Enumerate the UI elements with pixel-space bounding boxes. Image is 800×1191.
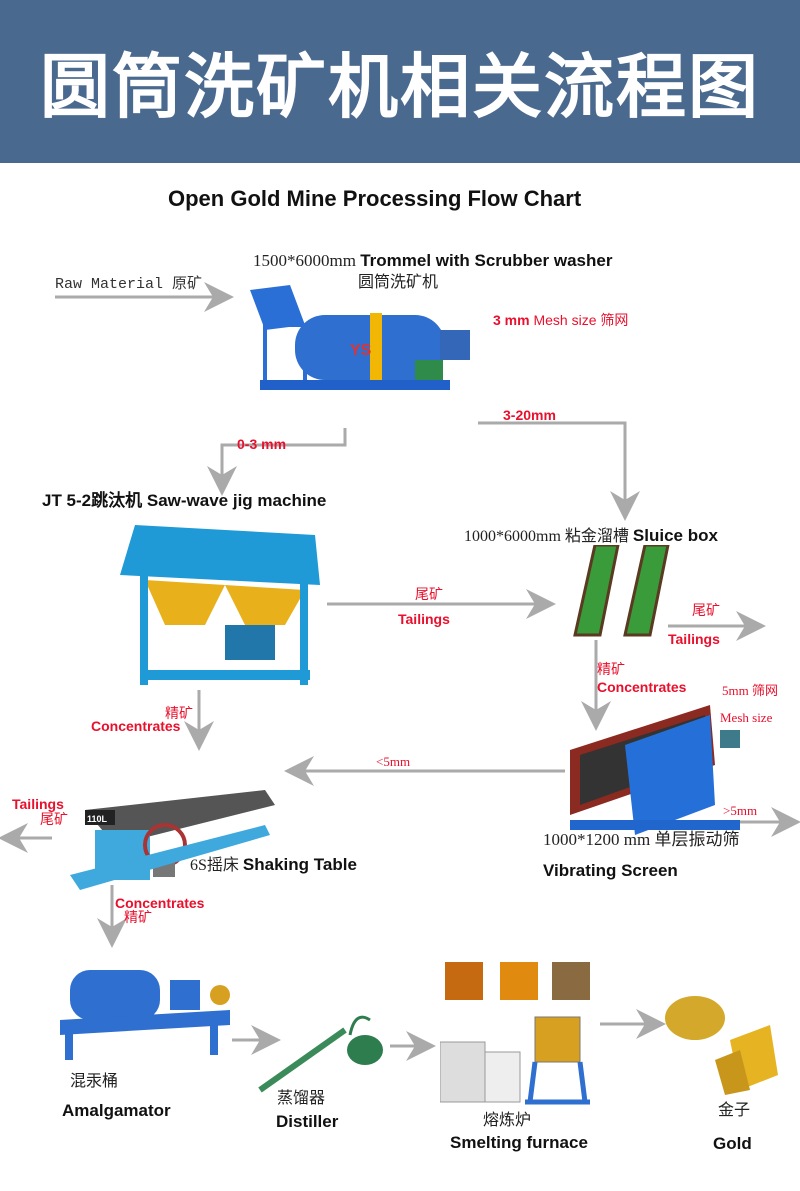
gold-cn: 金子 (718, 1102, 751, 1119)
trommel-mesh-num: 3 mm (493, 312, 530, 328)
screen-undersize-label: <5mm (376, 754, 411, 769)
fine-size-label: 0-3 mm (237, 436, 287, 452)
coarse-size-label: 3-20mm (503, 407, 556, 423)
vibrating-screen-image (570, 705, 740, 835)
table-model: 6S摇床 (190, 857, 239, 874)
sluice-name: Sluice box (632, 526, 718, 545)
arrow-fine-to-jig (207, 428, 347, 496)
banner-title: 圆筒洗矿机相关流程图 (40, 46, 760, 128)
distiller-en: Distiller (276, 1112, 339, 1131)
trommel-name: Trommel with Scrubber washer (360, 251, 613, 270)
screen-mesh-en: Mesh size (720, 710, 773, 725)
jig-tailings-en: Tailings (398, 611, 450, 627)
furnace-cn: 熔炼炉 (483, 1112, 532, 1129)
table-plate: 110L (87, 814, 108, 824)
screen-oversize-label: >5mm (723, 803, 758, 818)
shaking-table-image: 110L (70, 790, 275, 890)
amalgamator-cn: 混汞桶 (70, 1073, 119, 1090)
furnace-image (440, 962, 590, 1105)
screen-name: Vibrating Screen (543, 861, 678, 880)
table-concentrates-en: Concentrates (115, 895, 205, 911)
sluice-concentrates-cn: 精矿 (597, 663, 625, 678)
sluice-concentrates-en: Concentrates (597, 679, 687, 695)
distiller-image (258, 1015, 383, 1093)
trommel-image: YS (250, 285, 470, 390)
screen-mesh-cn: 5mm 筛网 (722, 683, 778, 698)
gold-image (665, 996, 778, 1095)
jig-model: JT 5-2跳汰机 (42, 491, 143, 510)
trommel-size: 1500*6000mm (253, 251, 356, 270)
trommel-mesh-label: Mesh size 筛网 (533, 312, 629, 328)
chart-title: Open Gold Mine Processing Flow Chart (168, 186, 582, 211)
amalgamator-en: Amalgamator (62, 1101, 171, 1120)
table-tailings-en: Tailings (12, 796, 64, 812)
jig-concentrates-cn: 精矿 (165, 707, 193, 722)
trommel-cn: 圆筒洗矿机 (358, 274, 439, 291)
banner: 圆筒洗矿机相关流程图 (0, 0, 800, 163)
raw-material-label: Raw Material 原矿 (55, 276, 203, 293)
sluice-image (573, 545, 670, 637)
table-name: Shaking Table (242, 855, 357, 874)
table-concentrates-cn: 精矿 (124, 911, 152, 926)
arrow-coarse-to-sluice (478, 421, 640, 521)
table-tailings-cn: 尾矿 (40, 813, 68, 828)
jig-name: Saw-wave jig machine (146, 491, 327, 510)
amalgamator-image (60, 970, 230, 1060)
furnace-en: Smelting furnace (450, 1133, 588, 1152)
gold-en: Gold (713, 1134, 752, 1153)
sluice-size: 1000*6000mm 粘金溜槽 (464, 528, 629, 545)
sluice-tailings-en: Tailings (668, 631, 720, 647)
screen-size: 1000*1200 mm 单层振动筛 (543, 830, 740, 849)
distiller-cn: 蒸馏器 (277, 1090, 326, 1107)
jig-tailings-cn: 尾矿 (415, 588, 443, 603)
jig-concentrates-en: Concentrates (91, 718, 181, 734)
jig-image (120, 525, 320, 685)
sluice-tailings-cn: 尾矿 (692, 604, 720, 619)
trommel-logo: YS (350, 342, 372, 359)
